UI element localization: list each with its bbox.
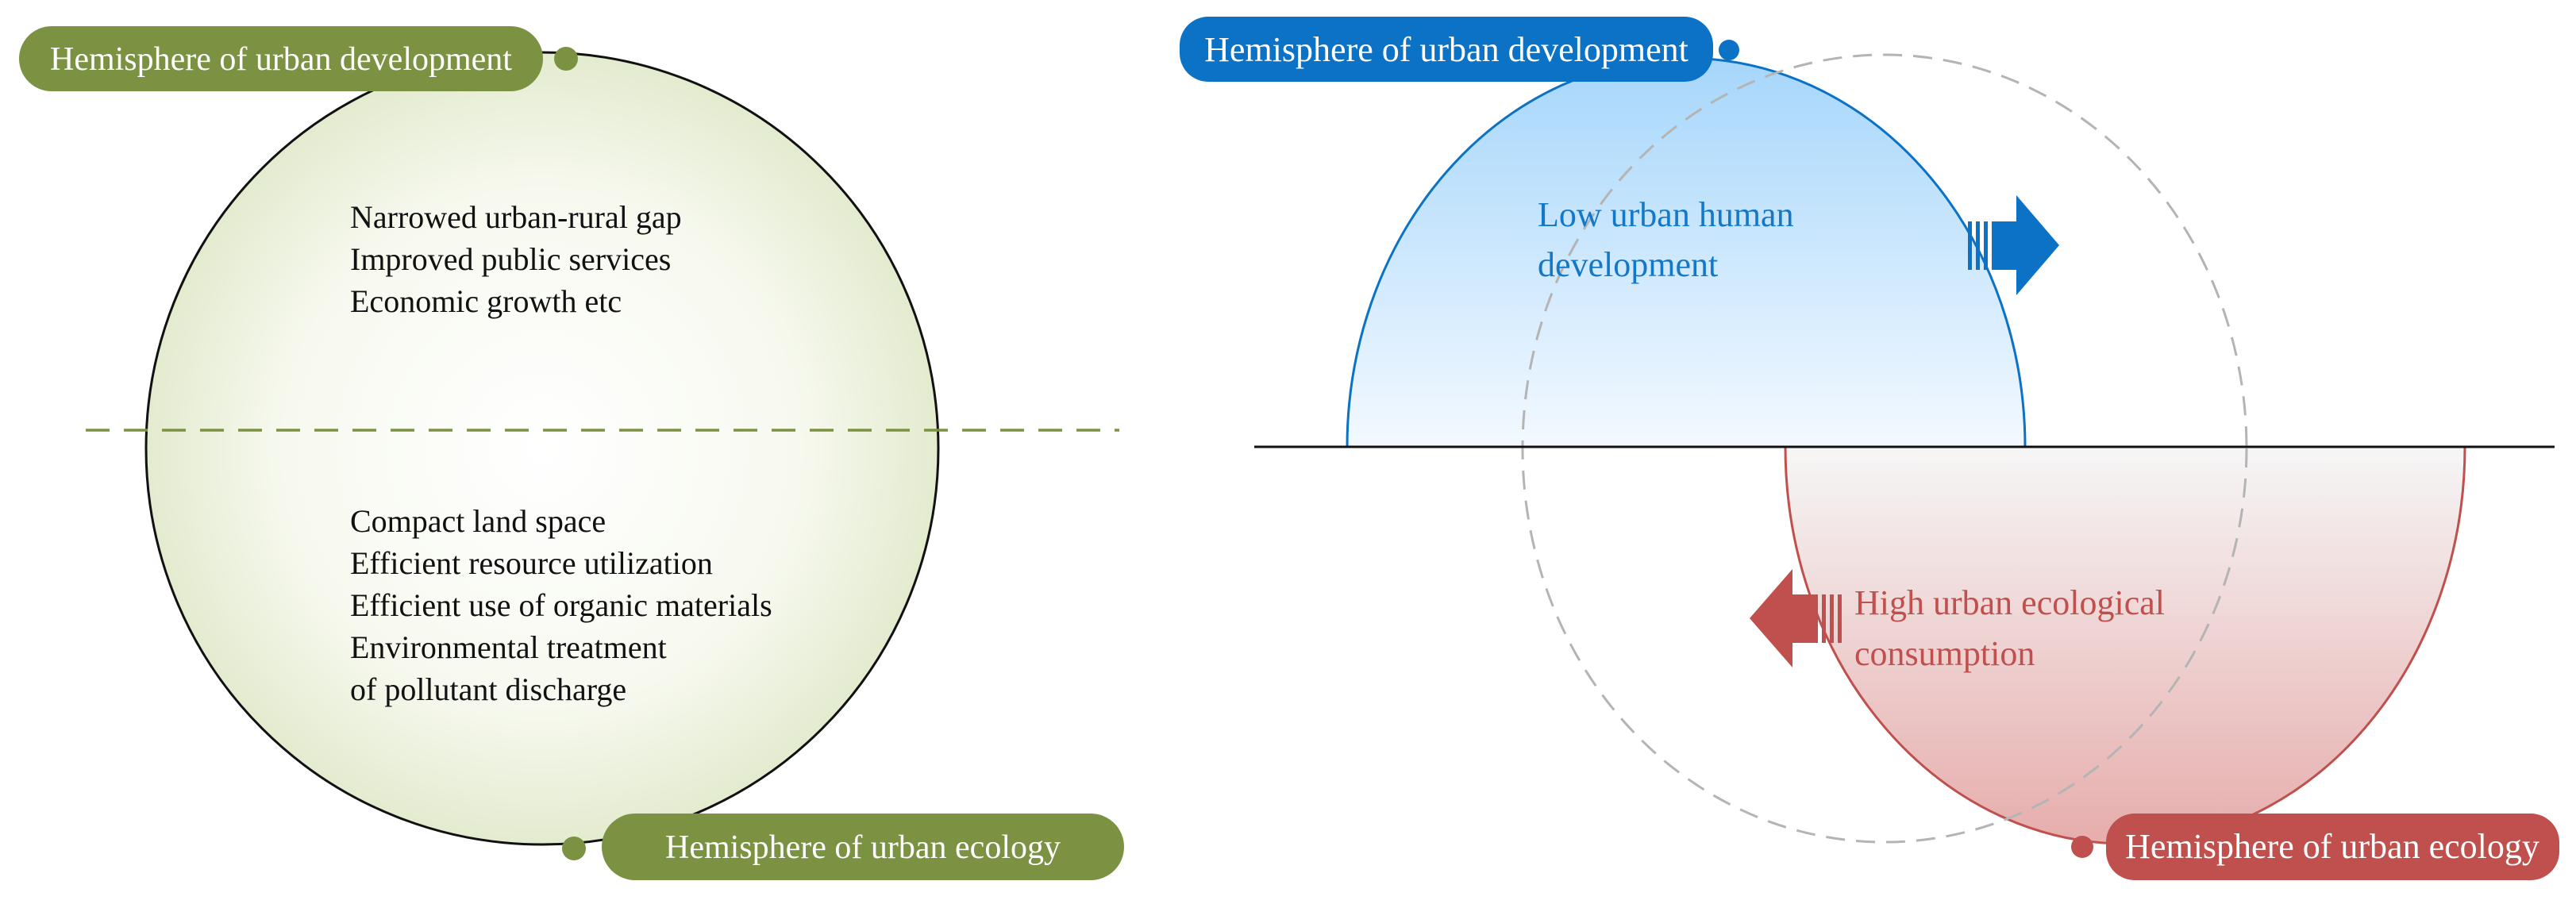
left-top-label: Hemisphere of urban development xyxy=(19,26,578,91)
urban-system-circle xyxy=(144,51,940,846)
left-bottom-label-text: Hemisphere of urban ecology xyxy=(665,829,1061,866)
development-item: Narrowed urban-rural gap xyxy=(350,199,682,235)
development-item: Improved public services xyxy=(350,241,671,277)
label-connector-dot xyxy=(1719,40,1739,60)
development-text-line: Low urban human xyxy=(1538,195,1794,234)
right-top-label: Hemisphere of urban development xyxy=(1180,17,1739,82)
balanced-reference-circle xyxy=(1521,53,2248,844)
right-top-label-text: Hemisphere of urban development xyxy=(1204,30,1688,69)
arrow-left-icon xyxy=(1750,569,1842,667)
label-connector-dot xyxy=(554,47,578,71)
ecology-text-line: High urban ecological xyxy=(1854,583,2165,622)
label-connector-dot xyxy=(2071,836,2093,858)
ecology-item: Efficient resource utilization xyxy=(350,545,713,581)
ecology-text-line: consumption xyxy=(1854,634,2035,673)
development-item: Economic growth etc xyxy=(350,283,622,319)
ecology-text: High urban ecological consumption xyxy=(1854,583,2174,673)
right-panel: Low urban human development High urban e… xyxy=(1180,17,2559,880)
development-items: Narrowed urban-rural gap Improved public… xyxy=(350,199,690,319)
right-bottom-label-text: Hemisphere of urban ecology xyxy=(2125,827,2539,866)
ecology-item: of pollutant discharge xyxy=(350,671,626,707)
ecology-items: Compact land space Efficient resource ut… xyxy=(350,503,780,707)
ecology-item: Environmental treatment xyxy=(350,629,667,665)
ecology-item: Compact land space xyxy=(350,503,606,539)
right-bottom-label: Hemisphere of urban ecology xyxy=(2071,814,2559,880)
ecology-item: Efficient use of organic materials xyxy=(350,587,772,623)
left-top-label-text: Hemisphere of urban development xyxy=(50,41,512,78)
left-bottom-label: Hemisphere of urban ecology xyxy=(562,814,1124,880)
arrow-right-icon xyxy=(1968,195,2059,295)
label-connector-dot xyxy=(562,837,586,860)
development-text: Low urban human development xyxy=(1538,195,1803,284)
development-text-line: development xyxy=(1538,245,1718,284)
left-panel: Narrowed urban-rural gap Improved public… xyxy=(19,26,1124,880)
